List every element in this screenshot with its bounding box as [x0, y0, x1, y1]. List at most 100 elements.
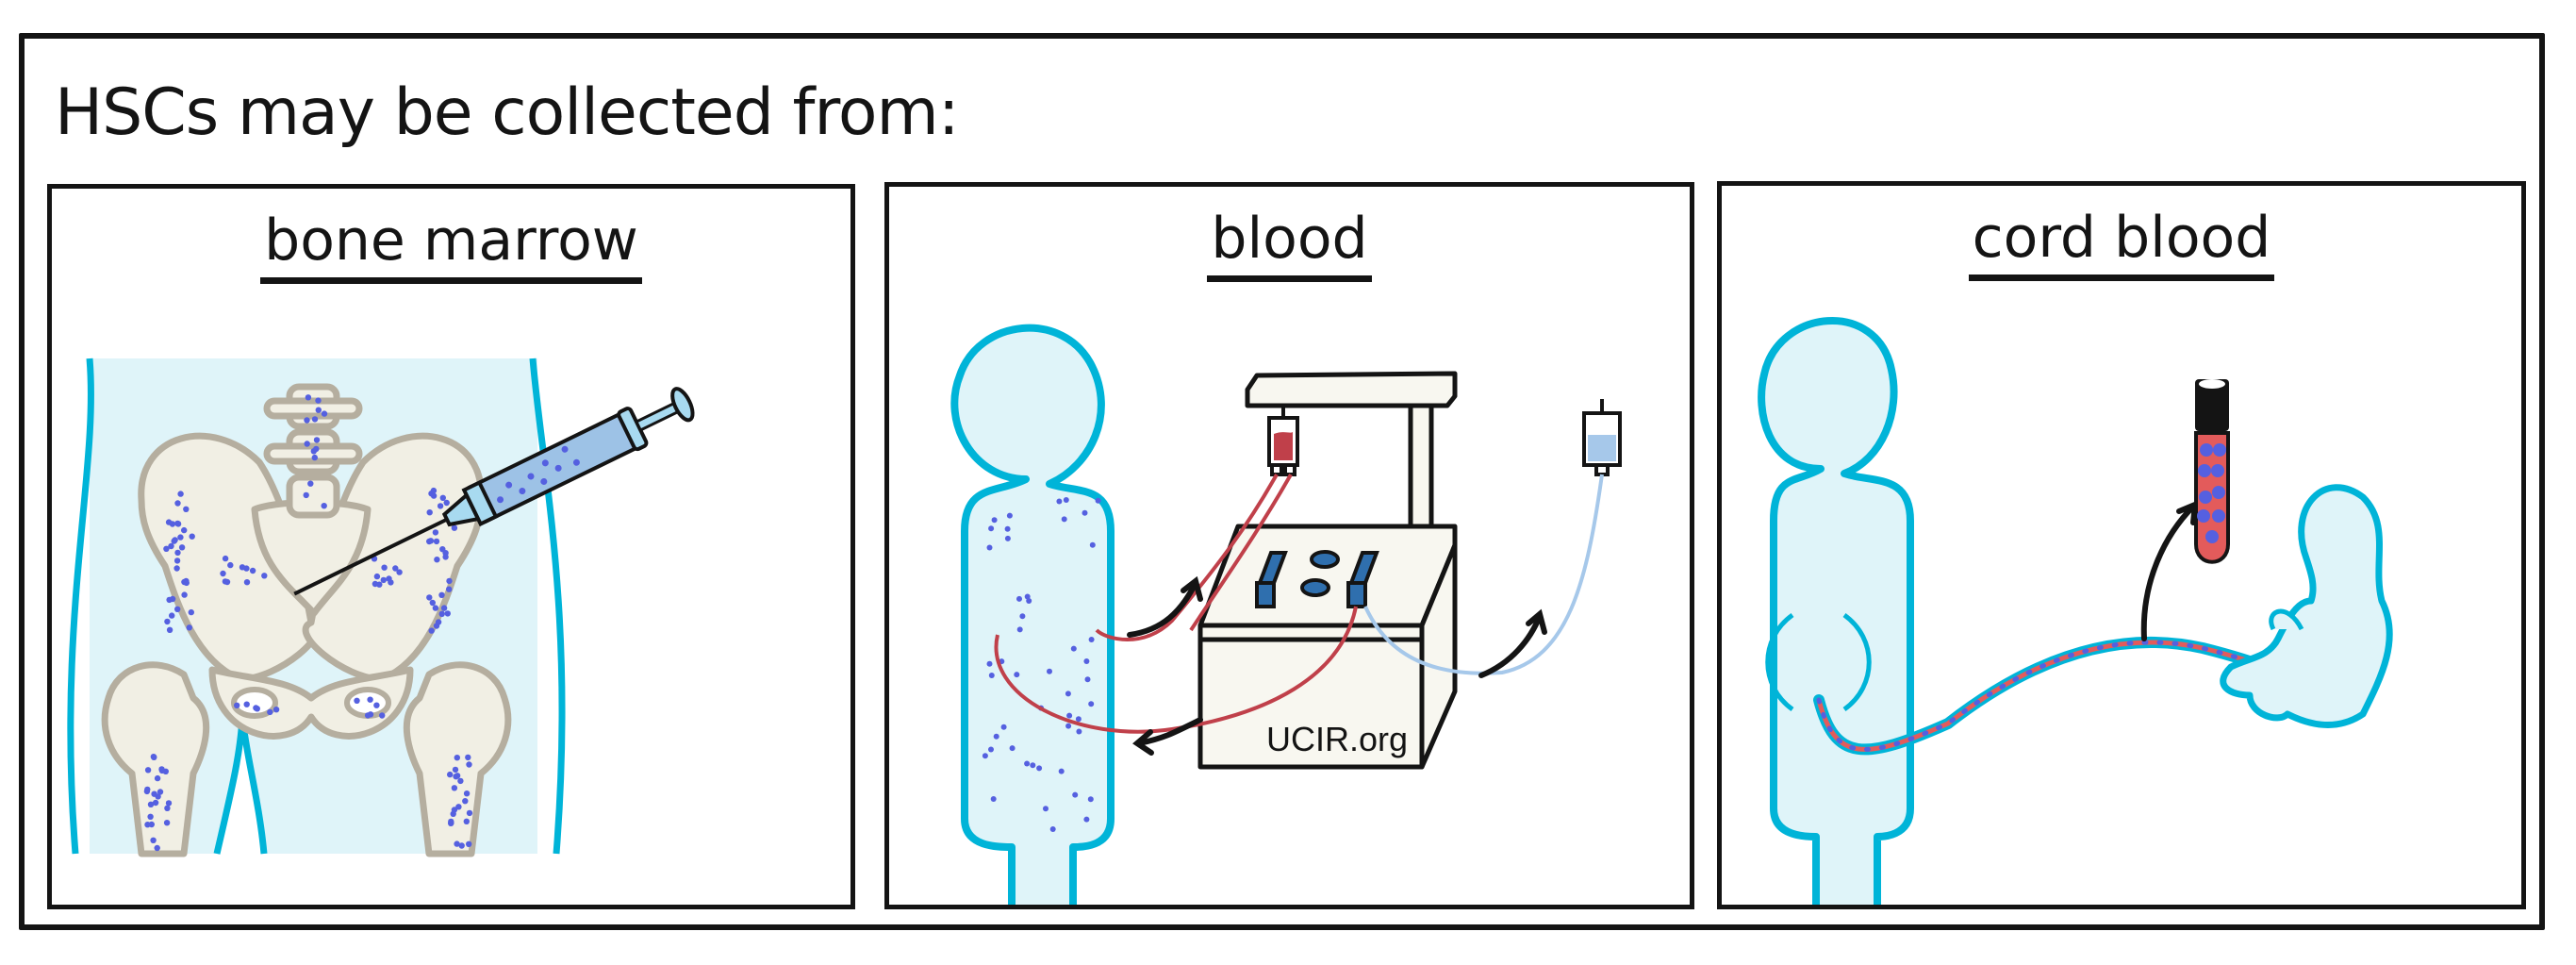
cell-dot [163, 545, 170, 552]
cell-dot [1088, 637, 1095, 642]
cell-dot [157, 789, 164, 795]
cell-dot [993, 733, 999, 740]
cell-dot [446, 577, 453, 585]
cell-dot [457, 777, 464, 785]
cell-dot [1084, 676, 1091, 683]
plasma-bag [1582, 399, 1622, 476]
cell-dot [1058, 768, 1065, 774]
cell-dot [440, 605, 448, 611]
cell-dot [1006, 512, 1013, 519]
cell-dot [1076, 728, 1082, 735]
panel-bone-marrow: bone marrow [47, 184, 855, 909]
cell-dot [147, 813, 154, 820]
cell-dot [1083, 816, 1090, 823]
cell-dot [1095, 497, 1101, 504]
flow-arrows [1127, 575, 1547, 756]
cell-dot [373, 702, 380, 708]
cell-dot [433, 538, 440, 545]
syringe-icon [293, 387, 695, 596]
panel-title: bone marrow [52, 208, 850, 284]
blood-cells [982, 497, 1101, 832]
cell-dot [1004, 535, 1011, 541]
cell-dot [426, 594, 433, 601]
cell-dot [321, 503, 327, 509]
cell-dot [452, 766, 459, 774]
cell-dot [988, 525, 995, 532]
cell-dot [165, 800, 173, 807]
cell-dot [427, 538, 435, 544]
cell-dot [147, 801, 155, 807]
cell-dot [305, 394, 312, 401]
cell-dot [432, 529, 439, 536]
panel-blood: blood [884, 182, 1694, 909]
cell-dot [169, 521, 176, 527]
cell-dot [313, 437, 321, 443]
cell-dot [304, 417, 310, 424]
cell-dot [311, 416, 319, 423]
cell-dot [447, 771, 454, 778]
cell-dot [169, 595, 176, 603]
cell-dot [1030, 762, 1036, 769]
cell-dot [437, 503, 444, 509]
pelvis-bone [101, 383, 512, 857]
cell-dot [453, 774, 459, 780]
cell-dot [988, 673, 995, 678]
cell-dot [243, 701, 250, 707]
blood-illustration: UCIR.org [950, 324, 1622, 905]
cell-dot [432, 605, 439, 611]
cell-dot [163, 820, 171, 826]
cell-dot [1082, 509, 1088, 516]
cell-dot [1056, 498, 1063, 505]
cell-dot [991, 517, 998, 524]
cell-dot [1087, 796, 1094, 803]
cell-dot [143, 788, 151, 795]
cell-dot [1000, 724, 1007, 730]
blood-bag [1267, 406, 1299, 476]
cell-dot [171, 538, 177, 544]
cell-dot [1049, 826, 1056, 832]
cell-dot [1088, 701, 1095, 707]
cell-dot [354, 697, 360, 704]
cell-dot [451, 807, 458, 813]
cell-dot [173, 557, 181, 564]
machine-brand-label: UCIR.org [1266, 720, 1408, 758]
cell-dot [164, 805, 171, 811]
cell-dot [455, 804, 462, 810]
cell-dot [428, 627, 435, 634]
cell-dot [462, 798, 469, 805]
cell-dot [1075, 716, 1082, 723]
cell-dot [1083, 658, 1090, 664]
cell-dot [429, 599, 436, 607]
cell-dot [154, 774, 161, 782]
cell-dot [1016, 626, 1023, 633]
cell-dot [396, 569, 403, 575]
cell-dot [376, 581, 383, 588]
cell-dot [152, 799, 159, 807]
cell-dot [988, 746, 994, 753]
panel-title: cord blood [1722, 205, 2521, 281]
cell-dot [451, 785, 458, 791]
cell-dot [367, 711, 374, 718]
cell-dot [1009, 745, 1016, 752]
cell-dot [463, 790, 471, 797]
cell-dot [434, 557, 440, 563]
cell-dot [986, 544, 993, 551]
cell-dot [189, 533, 195, 540]
cell-dot [173, 565, 180, 572]
apheresis-machine [1197, 371, 1458, 770]
cell-dot [174, 521, 182, 527]
cell-dot [454, 755, 460, 761]
cell-dot [451, 524, 458, 531]
cell-dot [154, 844, 160, 852]
bone-marrow-illustration [67, 358, 695, 857]
cell-dot [166, 626, 173, 633]
cell-dot [315, 397, 322, 404]
cell-dot [1004, 525, 1011, 532]
cell-dot [466, 809, 473, 817]
cell-dot [178, 544, 186, 551]
cell-dot [243, 565, 250, 572]
cell-dot [272, 707, 280, 713]
cell-dot [186, 624, 192, 631]
cell-dot [168, 542, 174, 550]
cell-dot [307, 480, 314, 487]
